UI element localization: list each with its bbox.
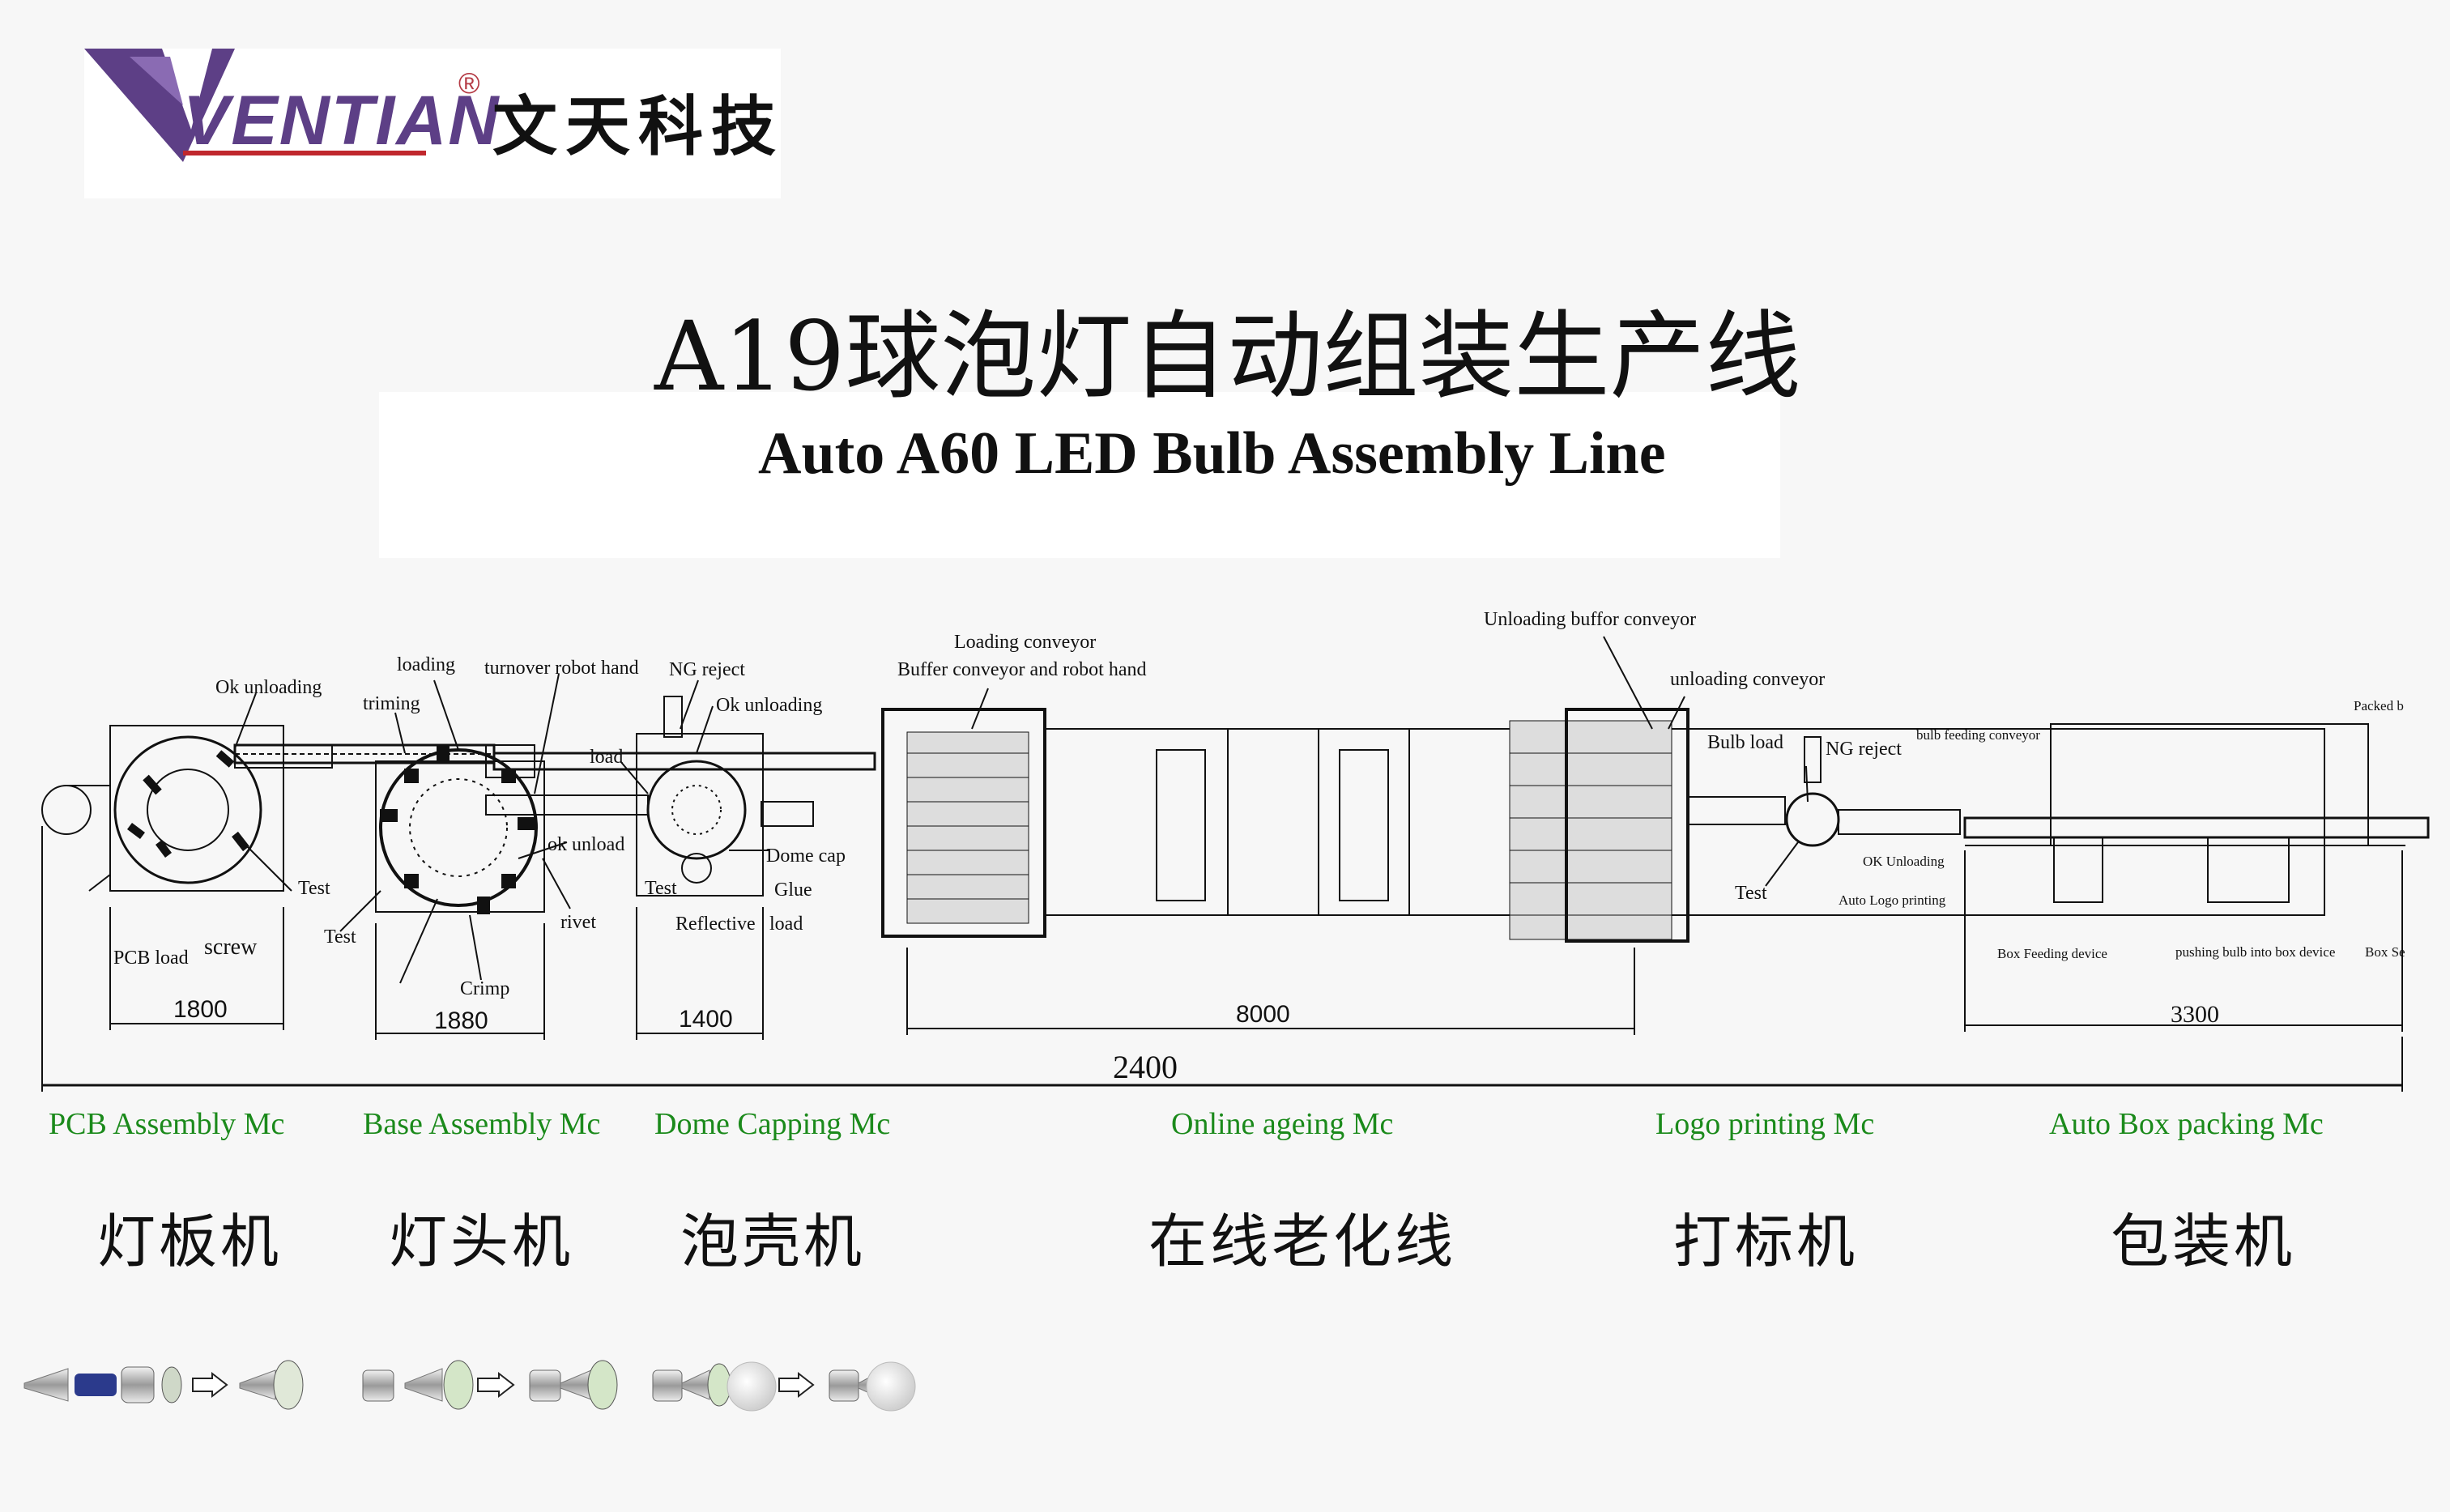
callout-auto-logo-printing: Auto Logo printing (1839, 892, 1946, 908)
logo-chinese-name: 文天科技 (492, 89, 784, 164)
machine-cn-packing: 包装机 (2111, 1207, 2296, 1276)
dimension-dome: 1400 (679, 1006, 733, 1033)
callout-ok-unloading-3: OK Unloading (1863, 854, 1945, 869)
transfer-conveyor-2 (492, 752, 876, 771)
machine-cn-base: 灯头机 (389, 1207, 574, 1276)
machine-label-box-packing: Auto Box packing Mc (2049, 1107, 2324, 1141)
machine-cn-logo: 打标机 (1673, 1207, 1859, 1276)
pcb-stage-parts (23, 1360, 304, 1410)
dome-capping-machine-drawing (636, 696, 814, 897)
callout-pcb-load: PCB load (113, 948, 189, 969)
machine-label-online-ageing: Online ageing Mc (1171, 1107, 1394, 1141)
callout-rivet: rivet (560, 912, 596, 933)
callout-unloading-conveyor: unloading conveyor (1670, 669, 1826, 690)
callout-reflective: Reflective (675, 914, 756, 935)
online-ageing-line-drawing (881, 708, 2325, 943)
machine-cn-ageing: 在线老化线 (1148, 1207, 1457, 1276)
callout-crimp: Crimp (460, 978, 510, 999)
callout-test-3: Test (645, 878, 677, 899)
machine-label-logo-printing: Logo printing Mc (1655, 1107, 1875, 1141)
callout-triming: triming (363, 693, 420, 714)
callout-pushing-device: pushing bulb into box device (2175, 944, 2336, 960)
machine-label-dome-capping: Dome Capping Mc (654, 1107, 891, 1141)
dimension-pcb: 1800 (173, 996, 228, 1023)
callout-box-se: Box Se (2365, 944, 2405, 960)
callout-loading: loading (397, 654, 455, 675)
callout-test-4: Test (1735, 883, 1767, 904)
logo-registered-mark: ® (458, 66, 480, 100)
machine-label-base-assembly: Base Assembly Mc (363, 1107, 601, 1141)
dimension-packing: 3300 (2171, 1001, 2219, 1028)
callout-test-2: Test (324, 926, 356, 948)
dimension-lines (41, 826, 2403, 1092)
dimension-ageing: 8000 (1236, 1001, 1290, 1028)
page-title-chinese: A19球泡灯自动组装生产线 (654, 300, 1801, 412)
machine-label-pcb-assembly: PCB Assembly Mc (49, 1107, 285, 1141)
callout-buffer-conveyor: Buffer conveyor and robot hand (897, 659, 1147, 680)
page-title-english: Auto A60 LED Bulb Assembly Line (758, 420, 1666, 487)
callout-turnover-robot-hand: turnover robot hand (484, 658, 639, 679)
callout-leader-lines (234, 636, 1809, 984)
transfer-conveyor-3 (1687, 796, 1786, 825)
callout-bulb-load: Bulb load (1707, 732, 1783, 753)
dimension-base: 1880 (434, 1007, 488, 1034)
machine-cn-pcb: 灯板机 (97, 1207, 283, 1276)
callout-ok-unload: ok unload (548, 834, 625, 855)
callout-ok-unloading-2: Ok unloading (716, 695, 823, 716)
pcb-assembly-machine-drawing (41, 725, 333, 892)
callout-loading-conveyor: Loading conveyor (954, 632, 1097, 653)
callout-dome-cap: Dome cap (766, 845, 846, 867)
callout-load: load (590, 747, 624, 768)
base-stage-parts (362, 1360, 618, 1410)
title-panel (379, 392, 1780, 558)
logo-brand-text: VENTIAN (183, 82, 501, 160)
callout-ng-reject: NG reject (669, 659, 745, 680)
callout-box-feeding-device: Box Feeding device (1997, 946, 2107, 961)
callout-glue: Glue (774, 880, 812, 901)
dome-stage-parts (652, 1361, 916, 1412)
callout-ng-reject-2: NG reject (1826, 739, 1902, 760)
box-packing-machine-drawing (1963, 723, 2430, 903)
dimension-total: 2400 (1113, 1049, 1178, 1085)
callout-test-1: Test (298, 878, 330, 899)
callout-packed: Packed b (2354, 698, 2404, 713)
machine-cn-dome: 泡壳机 (680, 1207, 866, 1276)
logo-printing-machine-drawing (1785, 736, 1961, 847)
callout-ok-unloading: Ok unloading (215, 677, 322, 698)
logo-underline (183, 151, 426, 155)
callout-load-2: load (769, 914, 803, 935)
callout-bulb-feeding-conveyor: bulb feeding conveyor (1916, 727, 2040, 743)
callout-unloading-buffer-conveyor: Unloading buffor conveyor (1484, 609, 1697, 630)
callout-screw: screw (204, 935, 258, 960)
